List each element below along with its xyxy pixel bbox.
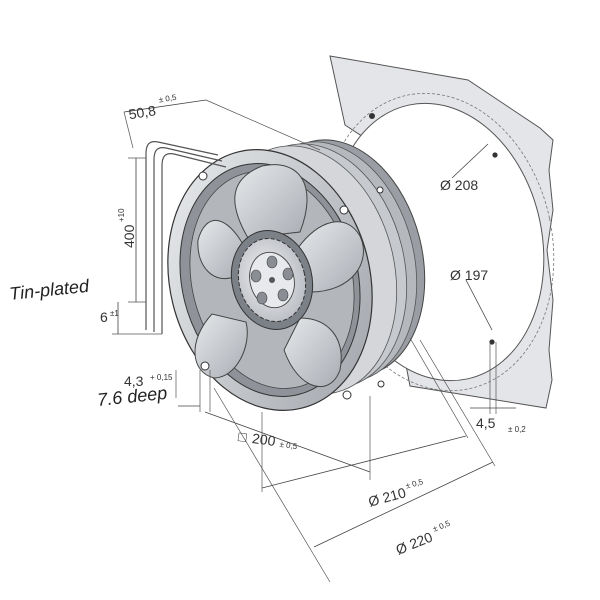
svg-text:400: 400 <box>121 224 137 248</box>
fan-blades <box>194 164 364 387</box>
svg-text:200: 200 <box>251 430 277 449</box>
svg-text:4,5: 4,5 <box>476 415 496 431</box>
dimension-lines <box>112 99 516 583</box>
label-d208: Ø 208 <box>440 177 478 193</box>
panel-hole-top <box>369 113 375 119</box>
svg-text:4,3: 4,3 <box>124 373 144 389</box>
svg-text:± 0,5: ± 0,5 <box>432 518 452 533</box>
svg-text:± 0,5: ± 0,5 <box>279 440 298 451</box>
fan-hub <box>230 230 314 330</box>
label-deep: 7.6 deep <box>96 383 168 410</box>
label-d197: Ø 197 <box>450 267 488 283</box>
panel-hole-right <box>492 152 498 158</box>
label-lead-length: 400 +10 <box>117 208 137 248</box>
svg-text:± 0,2: ± 0,2 <box>508 425 526 434</box>
svg-text:+10: +10 <box>117 208 126 222</box>
svg-text:□: □ <box>237 428 248 445</box>
label-square: □ 200 ± 0,5 <box>237 428 298 451</box>
label-d220: Ø 220 ± 0,5 <box>393 518 452 558</box>
svg-text:± 0,5: ± 0,5 <box>158 93 177 105</box>
wire-leads <box>145 141 227 334</box>
label-depth: 50,8 ± 0,5 <box>127 93 177 123</box>
panel-hole-bottom <box>489 339 495 345</box>
label-d210: Ø 210 ± 0,5 <box>367 477 425 509</box>
svg-text:Ø 220: Ø 220 <box>393 529 435 558</box>
label-slot: 4,5 ± 0,2 <box>476 415 526 434</box>
svg-text:±1: ±1 <box>110 309 119 318</box>
svg-text:+ 0,15: + 0,15 <box>150 373 173 382</box>
svg-text:± 0,5: ± 0,5 <box>405 477 425 490</box>
label-hole: 4,3 + 0,15 <box>124 373 173 389</box>
label-tin-plated: Tin-plated <box>8 276 91 304</box>
svg-text:6: 6 <box>100 309 108 325</box>
label-strip: 6 ±1 <box>100 309 119 325</box>
svg-text:50,8: 50,8 <box>127 102 157 122</box>
frame-mounting-holes <box>198 171 385 400</box>
